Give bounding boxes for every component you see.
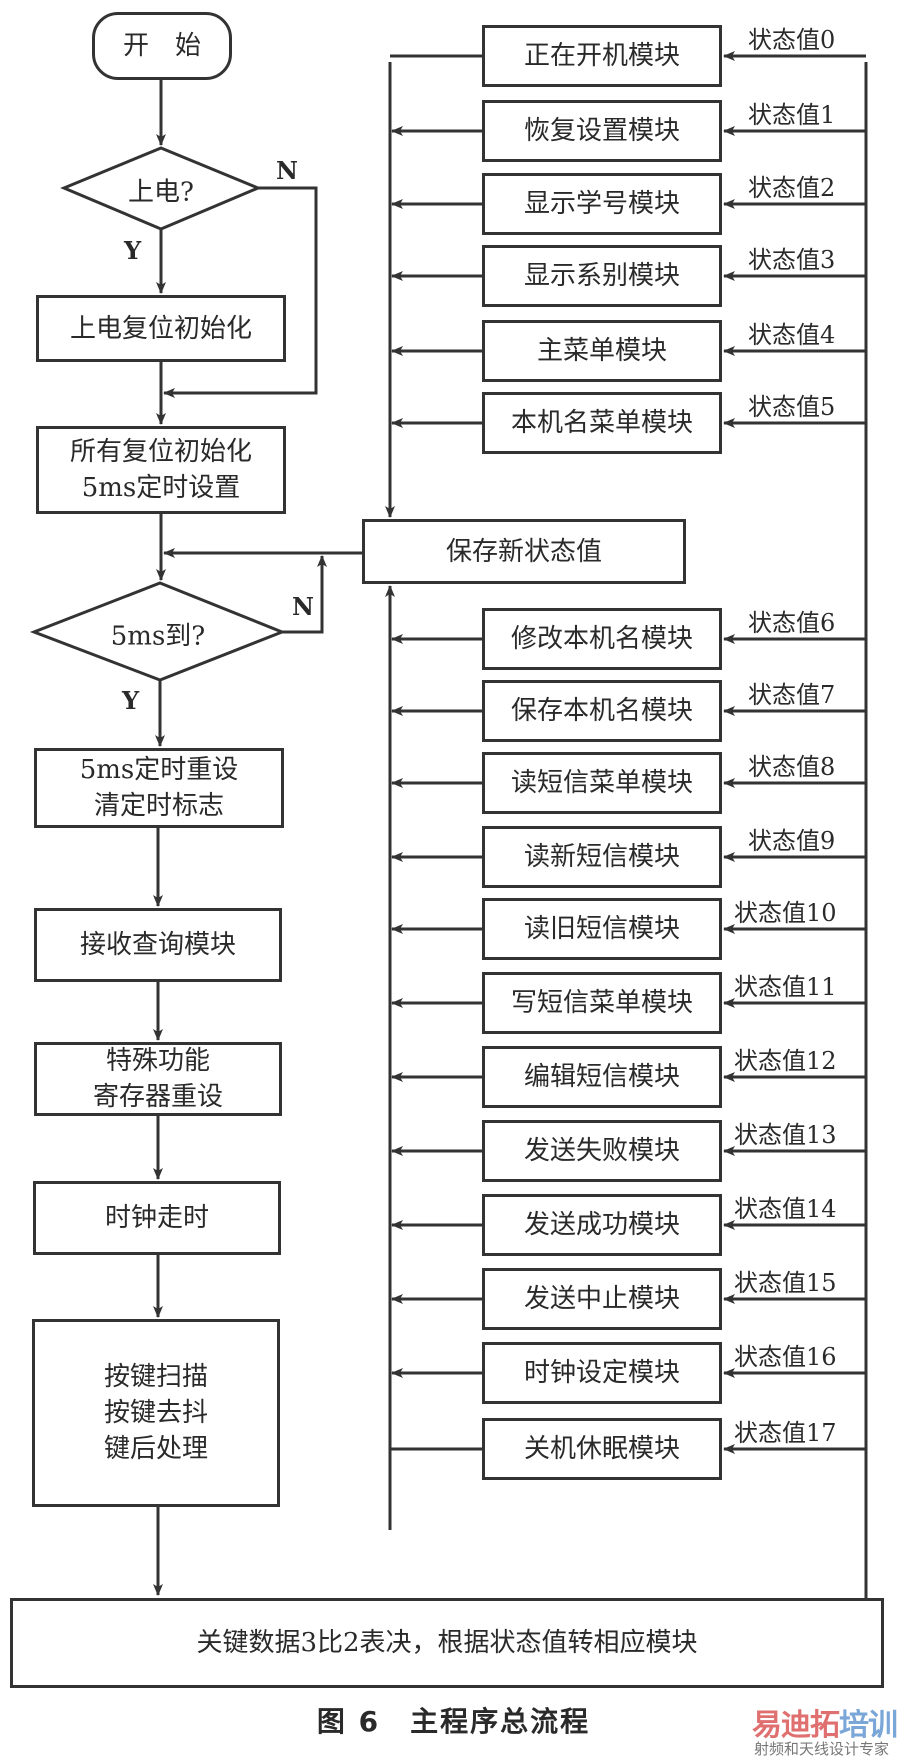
state-value-label: 状态值10 [734, 899, 837, 927]
step-receive-query-label: 接收查询模块 [79, 930, 236, 960]
dispatch-box: 关键数据3比2表决，根据状态值转相应模块 [10, 1598, 884, 1688]
module-box: 主菜单模块 [482, 320, 722, 382]
step-key-scan-label: 按键扫描 按键去抖 键后处理 [103, 1362, 208, 1464]
step-timer-reset: 5ms定时重设 清定时标志 [34, 748, 284, 828]
state-value-label: 状态值16 [734, 1343, 837, 1371]
arrow-power-no [163, 186, 318, 398]
state-value-label: 状态值17 [734, 1419, 837, 1447]
step-power-init-label: 上电复位初始化 [69, 313, 252, 344]
module-box: 编辑短信模块 [482, 1046, 722, 1108]
module-label: 保存本机名模块 [510, 696, 693, 726]
watermark-brand-1: 易迪拓 [752, 1708, 840, 1743]
5ms-yes-label: Y [122, 686, 140, 715]
state-value-label: 状态值15 [734, 1269, 837, 1297]
5ms-no-label: N [292, 592, 314, 621]
module-box: 时钟设定模块 [482, 1342, 722, 1404]
module-label: 正在开机模块 [523, 41, 680, 71]
module-label: 读短信菜单模块 [510, 768, 693, 798]
state-value-label: 状态值14 [734, 1195, 837, 1223]
module-box: 发送失败模块 [482, 1120, 722, 1182]
watermark-brand-2: 培训 [839, 1708, 898, 1743]
module-label: 显示系别模块 [523, 261, 680, 291]
state-value-label: 状态值0 [748, 26, 836, 54]
state-value-label: 状态值13 [734, 1121, 837, 1149]
state-value-label: 状态值8 [748, 753, 836, 781]
module-box: 读旧短信模块 [482, 898, 722, 960]
state-value-label: 状态值4 [748, 321, 836, 349]
watermark-tagline: 射频和天线设计专家 [754, 1740, 890, 1758]
module-box: 读新短信模块 [482, 826, 722, 888]
start-terminal: 开 始 [92, 12, 232, 80]
module-label: 关机休眠模块 [523, 1434, 680, 1464]
module-box: 显示学号模块 [482, 173, 722, 235]
module-label: 恢复设置模块 [523, 116, 680, 146]
decision-5ms-label: 5ms到? [110, 621, 206, 652]
module-label: 发送中止模块 [523, 1284, 680, 1314]
watermark-logo: 易迪拓培训 [752, 1700, 898, 1744]
module-box: 写短信菜单模块 [482, 972, 722, 1034]
module-box: 显示系别模块 [482, 245, 722, 307]
module-label: 读新短信模块 [523, 842, 680, 872]
module-label: 主菜单模块 [536, 336, 667, 366]
state-value-label: 状态值3 [748, 246, 836, 274]
decision-power-label: 上电? [128, 177, 194, 208]
state-value-label: 状态值2 [748, 174, 836, 202]
step-clock-run: 时钟走时 [33, 1181, 281, 1255]
step-power-init: 上电复位初始化 [36, 295, 286, 362]
module-box: 发送成功模块 [482, 1194, 722, 1256]
module-box: 发送中止模块 [482, 1268, 722, 1330]
module-label: 写短信菜单模块 [510, 988, 693, 1018]
module-box: 本机名菜单模块 [482, 392, 722, 454]
step-key-scan: 按键扫描 按键去抖 键后处理 [32, 1319, 280, 1507]
module-box: 读短信菜单模块 [482, 752, 722, 814]
module-label: 读旧短信模块 [523, 914, 680, 944]
module-box: 正在开机模块 [482, 25, 722, 87]
module-label: 发送失败模块 [523, 1136, 680, 1166]
step-receive-query: 接收查询模块 [34, 908, 282, 982]
power-no-label: N [276, 156, 298, 185]
state-value-label: 状态值1 [748, 101, 836, 129]
save-state-label: 保存新状态值 [445, 536, 602, 567]
state-value-label: 状态值12 [734, 1047, 837, 1075]
step-all-init: 所有复位初始化 5ms定时设置 [36, 426, 286, 514]
state-value-label: 状态值7 [748, 681, 836, 709]
dispatch-label: 关键数据3比2表决，根据状态值转相应模块 [196, 1628, 698, 1658]
module-box: 关机休眠模块 [482, 1418, 722, 1480]
module-label: 显示学号模块 [523, 189, 680, 219]
step-clock-run-label: 时钟走时 [104, 1203, 209, 1233]
state-value-label: 状态值6 [748, 609, 836, 637]
step-sfr-reset: 特殊功能 寄存器重设 [34, 1042, 282, 1116]
module-label: 发送成功模块 [523, 1210, 680, 1240]
module-label: 编辑短信模块 [523, 1062, 680, 1092]
module-box: 保存本机名模块 [482, 680, 722, 742]
step-timer-reset-label: 5ms定时重设 清定时标志 [79, 755, 239, 821]
module-label: 本机名菜单模块 [510, 408, 693, 438]
step-sfr-reset-label: 特殊功能 寄存器重设 [92, 1046, 223, 1112]
module-label: 修改本机名模块 [510, 624, 693, 654]
power-yes-label: Y [124, 236, 142, 265]
state-value-label: 状态值11 [734, 973, 837, 1001]
module-label: 时钟设定模块 [523, 1358, 680, 1388]
state-value-label: 状态值9 [748, 827, 836, 855]
module-box: 修改本机名模块 [482, 608, 722, 670]
step-all-init-label: 所有复位初始化 5ms定时设置 [69, 437, 252, 503]
save-state-box: 保存新状态值 [362, 519, 686, 584]
state-value-label: 状态值5 [748, 393, 836, 421]
arrow-5ms-no [282, 555, 327, 634]
module-box: 恢复设置模块 [482, 100, 722, 162]
figure-caption: 图 6 主程序总流程 [316, 1705, 591, 1738]
start-label: 开 始 [122, 31, 201, 61]
